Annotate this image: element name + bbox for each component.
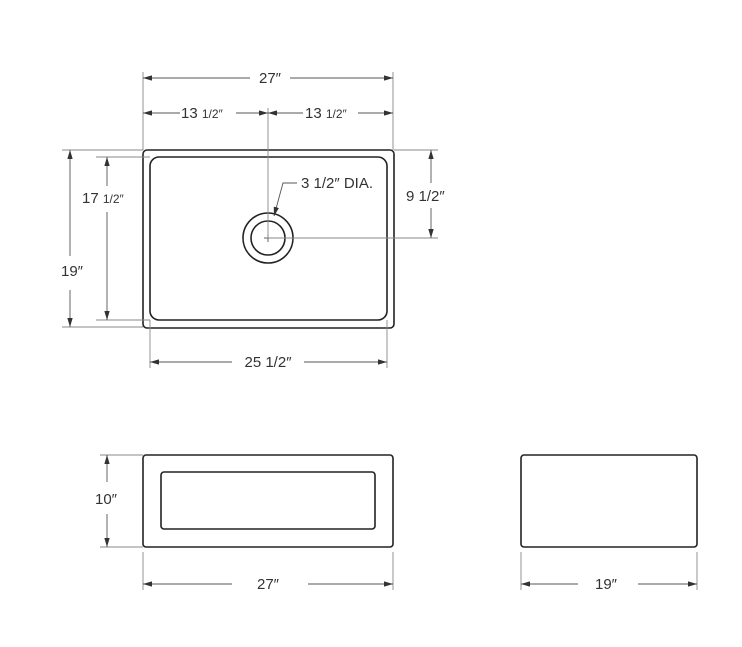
- inner-depth-label: 17 1/2″: [82, 190, 125, 207]
- side-profile: [520, 454, 698, 548]
- front-width-label: 27″: [257, 576, 280, 593]
- drain-diameter-label: 3 1/2″ DIA.: [301, 175, 373, 192]
- top-view: 27″ 13 1/2″ 13 1/2″ 19″ 17 1/2″ 9 1/2″ 3…: [61, 70, 445, 371]
- side-width-label: 19″: [595, 576, 618, 593]
- sink-outer-rim: [142, 149, 395, 329]
- sink-basin-inner: [149, 156, 388, 321]
- half-width-right-label: 13 1/2″: [305, 105, 348, 122]
- front-apron-outer: [142, 454, 394, 548]
- drain-leader-line: [273, 182, 297, 217]
- half-width-left-label: 13 1/2″: [181, 105, 224, 122]
- front-apron-panel: [160, 471, 376, 530]
- front-height-label: 10″: [95, 491, 118, 508]
- front-view: 10″ 27″: [95, 454, 394, 593]
- overall-depth-label: 19″: [61, 263, 84, 280]
- overall-width-label: 27″: [259, 70, 282, 87]
- side-view: 19″: [520, 454, 698, 593]
- inner-width-label: 25 1/2″: [244, 354, 292, 371]
- drain-offset-label: 9 1/2″: [406, 188, 445, 205]
